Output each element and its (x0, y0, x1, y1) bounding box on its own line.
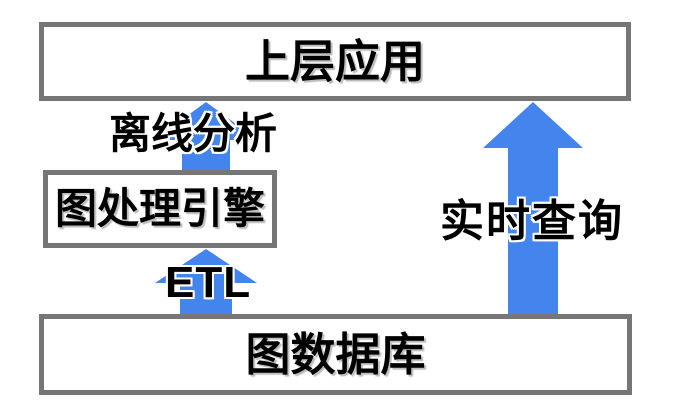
up-arrow-realtime-query-shaft (508, 146, 558, 317)
box-graph-processing-engine: 图处理引擎 (43, 170, 277, 248)
box-upper-application: 上层应用 (39, 22, 631, 101)
arrow-label-offline-analysis: 离线分析 (109, 110, 278, 157)
arrow-label-etl: ETL (165, 258, 252, 307)
up-arrow-offline-analysis-head (154, 102, 258, 140)
arrow-label-realtime-query: 实时查询 (440, 197, 624, 246)
box-graph-processing-engine-label: 图处理引擎 (54, 185, 265, 232)
up-arrow-realtime-query-head (483, 102, 583, 148)
box-graph-database-label: 图数据库 (245, 329, 426, 380)
box-upper-application-label: 上层应用 (244, 36, 425, 87)
up-arrow-offline-analysis-shaft (182, 138, 230, 170)
up-arrow-etl-head (155, 249, 257, 283)
box-graph-database: 图数据库 (39, 314, 632, 395)
up-arrow-etl-shaft (180, 281, 232, 315)
